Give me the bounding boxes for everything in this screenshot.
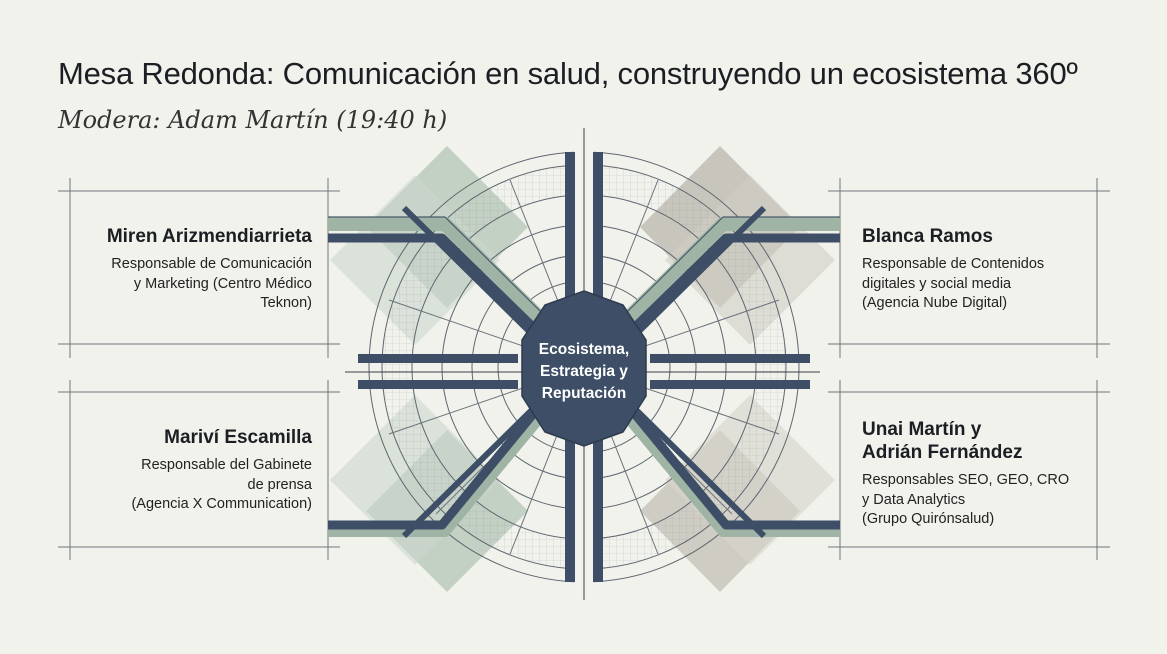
speaker-name-line: Adrián Fernández bbox=[862, 442, 1023, 463]
speaker-role-line: y Data Analytics bbox=[862, 491, 966, 508]
hub-label-line: Reputación bbox=[541, 385, 627, 402]
hub-label-line: Estrategia y bbox=[540, 363, 628, 380]
speaker-role-line: Responsables SEO, GEO, CRO bbox=[862, 472, 1070, 488]
speaker-unai-adrian: Unai Martín y Adrián Fernández Responsab… bbox=[862, 418, 1122, 530]
hub-label: Ecosistema, Estrategia y Reputación bbox=[512, 339, 656, 405]
speaker-miren: Miren Arizmendiarrieta Responsable de Co… bbox=[52, 225, 312, 314]
speaker-name: Mariví Escamilla bbox=[52, 426, 312, 449]
page-title: Mesa Redonda: Comunicación en salud, con… bbox=[58, 56, 1078, 91]
speaker-name: Unai Martín y Adrián Fernández bbox=[862, 418, 1122, 464]
speaker-role-line: Responsable del Gabinete bbox=[141, 457, 312, 473]
speaker-role: Responsables SEO, GEO, CRO y Data Analyt… bbox=[862, 471, 1122, 530]
speaker-blanca: Blanca Ramos Responsable de Contenidos d… bbox=[862, 225, 1122, 314]
speaker-role-line: digitales y social media bbox=[862, 275, 1012, 292]
speaker-role-line: Teknon) bbox=[260, 295, 312, 311]
speaker-name: Miren Arizmendiarrieta bbox=[52, 225, 312, 248]
speaker-role: Responsable del Gabinete de prensa (Agen… bbox=[52, 456, 312, 515]
speaker-name-line: Blanca Ramos bbox=[862, 226, 993, 247]
speaker-role-line: (Agencia X Communication) bbox=[131, 496, 312, 512]
speaker-name-line: Mariví Escamilla bbox=[164, 427, 312, 448]
speaker-name-line: Unai Martín y bbox=[862, 419, 982, 440]
hub-label-line: Ecosistema, bbox=[538, 341, 630, 358]
speaker-role-line: Responsable de Comunicación bbox=[111, 256, 312, 272]
speaker-role-line: y Marketing (Centro Médico bbox=[133, 275, 312, 292]
speaker-role: Responsable de Comunicación y Marketing … bbox=[52, 255, 312, 314]
speaker-role-line: Responsable de Contenidos bbox=[862, 256, 1045, 272]
speaker-marivi: Mariví Escamilla Responsable del Gabinet… bbox=[52, 426, 312, 515]
moderator-subtitle: Modera: Adam Martín (19:40 h) bbox=[58, 106, 448, 134]
speaker-name-line: Miren Arizmendiarrieta bbox=[106, 226, 312, 247]
speaker-role-line: (Agencia Nube Digital) bbox=[862, 295, 1008, 311]
connector-bands bbox=[328, 216, 840, 537]
navy-diagonals bbox=[328, 205, 840, 539]
speaker-name: Blanca Ramos bbox=[862, 225, 1122, 248]
navy-beams bbox=[358, 152, 810, 582]
speaker-role-line: (Grupo Quirónsalud) bbox=[862, 511, 995, 527]
speaker-role: Responsable de Contenidos digitales y so… bbox=[862, 255, 1122, 314]
hub-polygon bbox=[521, 290, 647, 447]
speaker-role-line: de prensa bbox=[247, 476, 313, 493]
